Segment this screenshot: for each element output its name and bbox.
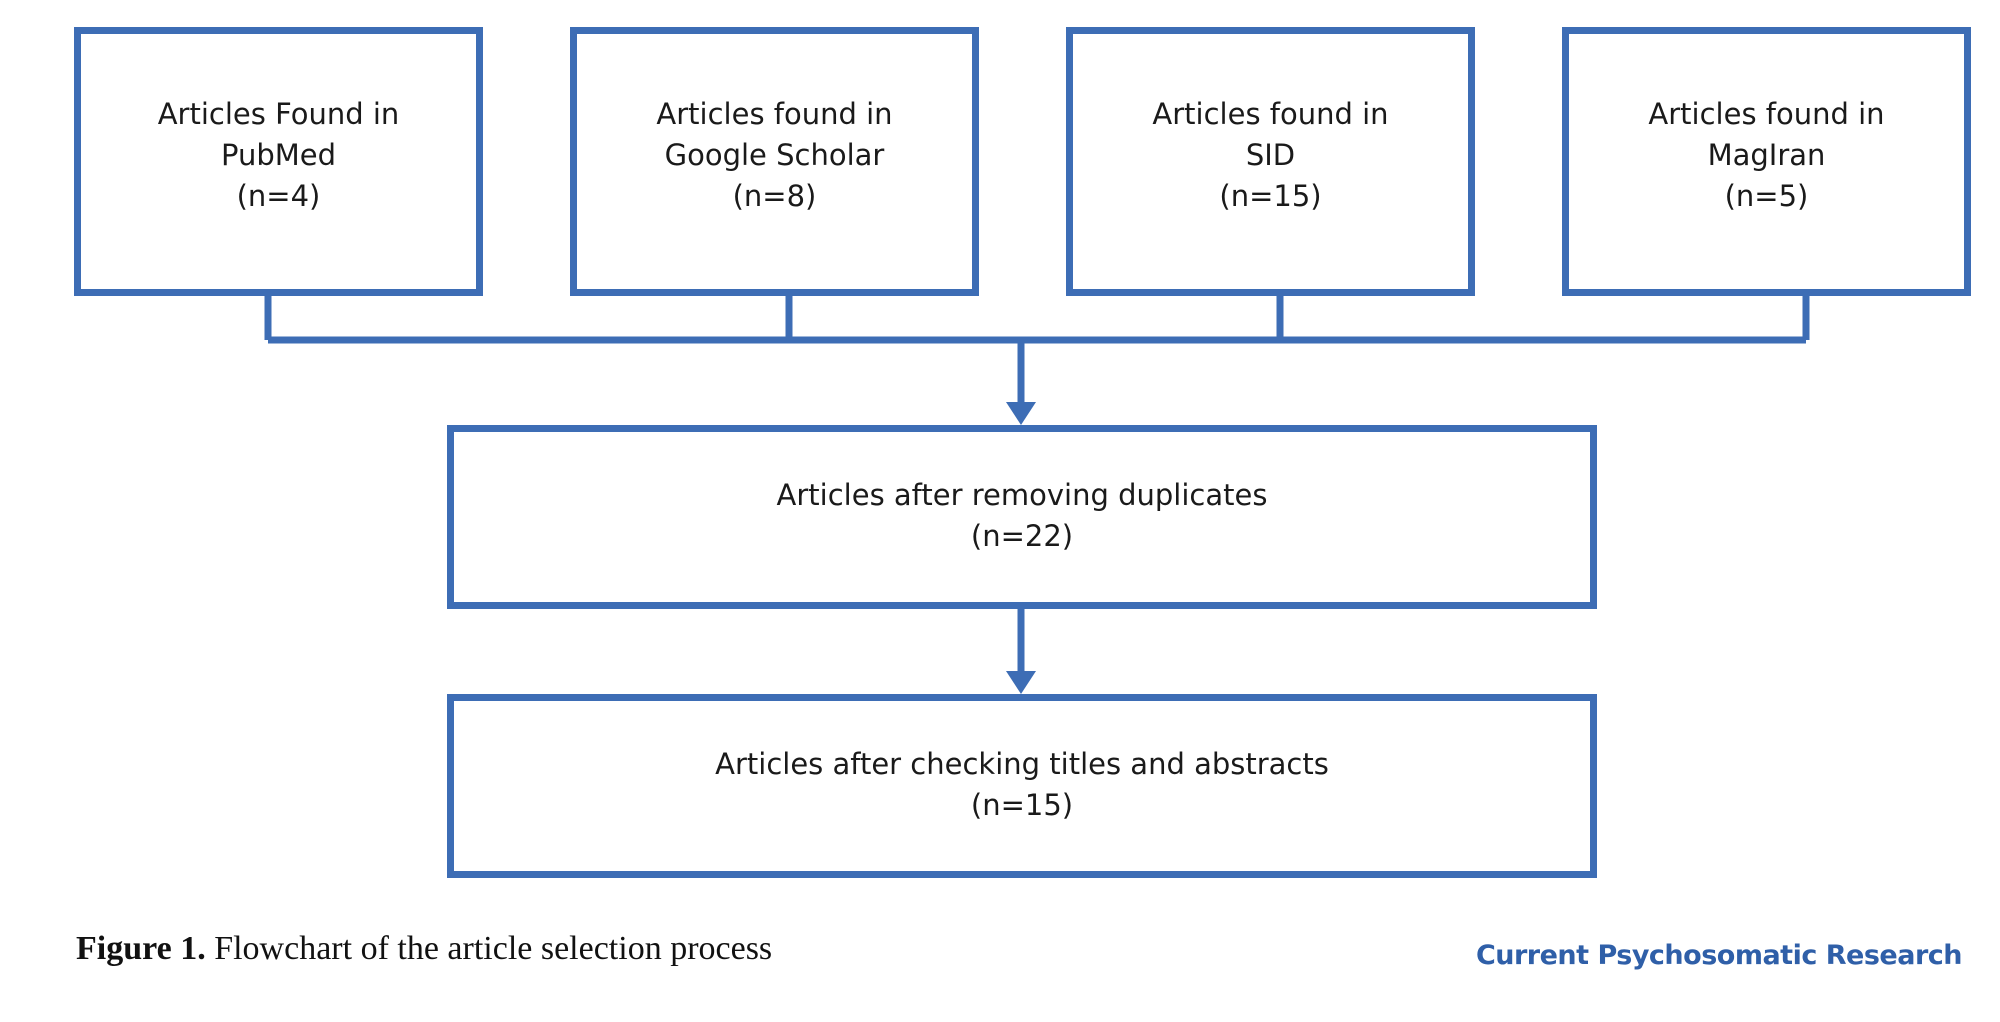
dedup-count: (n=22) <box>970 519 1074 553</box>
dedup-box: Articles after removing duplicates (n=22… <box>447 425 1597 609</box>
source-title: Articles found in <box>1648 97 1885 131</box>
source-box-pubmed: Articles Found in PubMed (n=4) <box>74 27 483 296</box>
source-count: (n=4) <box>236 179 321 213</box>
dedup-label: Articles after removing duplicates <box>776 478 1268 512</box>
source-database: MagIran <box>1707 138 1826 172</box>
source-database: PubMed <box>220 138 337 172</box>
source-database: Google Scholar <box>664 138 885 172</box>
journal-name: Current Psychosomatic Research <box>1475 940 1963 971</box>
source-title: Articles found in <box>656 97 893 131</box>
source-box-sid: Articles found in SID (n=15) <box>1066 27 1475 296</box>
figure-caption: Figure 1. Flowchart of the article selec… <box>76 930 772 968</box>
figure-caption-text: Flowchart of the article selection proce… <box>205 930 773 967</box>
source-box-magiran: Articles found in MagIran (n=5) <box>1562 27 1971 296</box>
source-box-google-scholar: Articles found in Google Scholar (n=8) <box>570 27 979 296</box>
source-database: SID <box>1245 138 1296 172</box>
source-count: (n=15) <box>1219 179 1322 213</box>
arrow-to-dedup-head <box>1006 402 1036 425</box>
arrow-to-screened-head <box>1006 671 1036 694</box>
source-count: (n=5) <box>1724 179 1809 213</box>
source-title: Articles Found in <box>157 97 400 131</box>
figure-label: Figure 1. <box>76 930 206 967</box>
screened-box: Articles after checking titles and abstr… <box>447 694 1597 878</box>
screened-label: Articles after checking titles and abstr… <box>715 747 1329 781</box>
source-title: Articles found in <box>1152 97 1389 131</box>
screened-count: (n=15) <box>970 788 1074 822</box>
source-count: (n=8) <box>732 179 817 213</box>
